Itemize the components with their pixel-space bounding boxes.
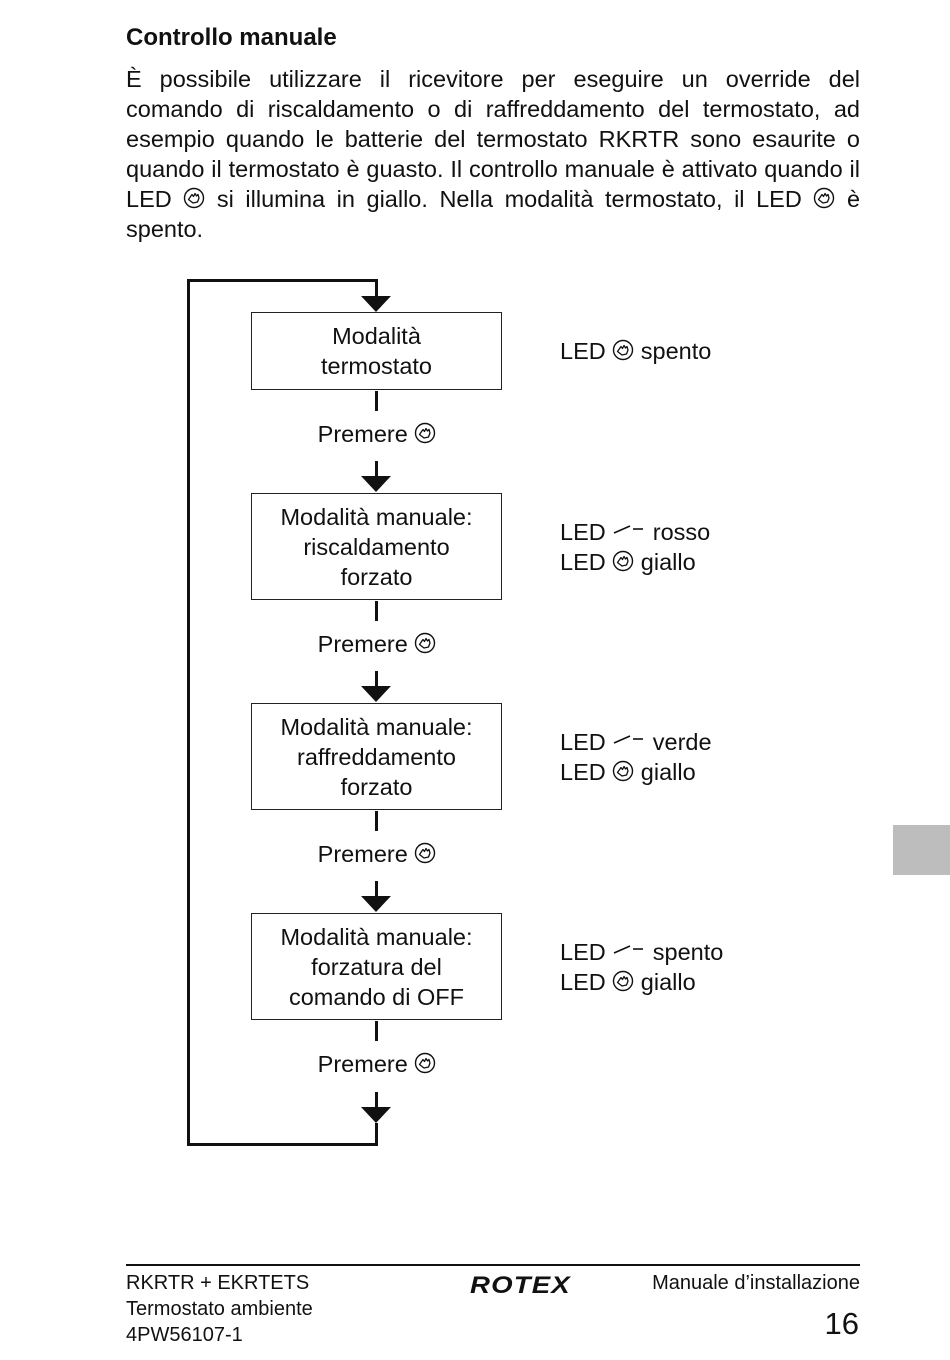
led-line: LED rosso [560,519,711,545]
footer-product: RKRTR + EKRTETS [126,1272,310,1294]
connector-line [375,1021,378,1041]
loop-line-bottom [187,1143,377,1146]
loop-line-left [187,279,190,1146]
led-status-off-override: LED spento LED giallo [560,937,723,997]
hand-icon [612,760,634,782]
footer-code: 4PW56107-1 [126,1324,243,1346]
switch-icon [612,730,646,748]
led-line: LED verde [560,729,712,755]
hand-icon [183,187,205,209]
press-step-2: Premere [277,631,477,658]
arrow-head [361,896,391,912]
hand-icon [414,842,436,864]
hand-icon [612,550,634,572]
led-line: LED giallo [560,969,696,995]
connector-line [375,601,378,621]
footer-divider [126,1264,860,1266]
led-line: LED giallo [560,759,696,785]
intro-text-1: È possibile utilizzare il ricevitore per… [126,66,860,212]
footer-subtitle: Termostato ambiente [126,1298,313,1320]
arrow-shaft [375,881,378,899]
led-line: LED giallo [560,549,696,575]
led-line: LED spento [560,939,724,965]
intro-text-2: si illumina in giallo. Nella modalità te… [216,186,802,212]
arrow-shaft [375,1092,378,1110]
hand-icon [414,1052,436,1074]
connector-line [375,811,378,831]
led-status-thermostat: LED spento [560,336,711,366]
switch-icon [612,940,646,958]
led-status-heating: LED rosso LED giallo [560,517,710,577]
chapter-tab [893,825,950,875]
press-step-1: Premere [277,421,477,448]
connector-line [375,391,378,411]
page-number: 16 [824,1306,859,1341]
arrow-shaft [375,671,378,689]
loop-line-top [187,279,377,282]
switch-icon [612,520,646,538]
footer-product-info: RKRTR + EKRTETS Termostato ambiente 4PW5… [126,1270,313,1348]
arrow-shaft [375,461,378,479]
hand-icon [612,339,634,361]
arrow-head [361,296,391,312]
led-status-cooling: LED verde LED giallo [560,727,712,787]
arrow-head [361,476,391,492]
press-step-3: Premere [277,841,477,868]
hand-icon [414,632,436,654]
hand-icon [612,970,634,992]
arrow-shaft [375,279,378,299]
arrow-head [361,686,391,702]
hand-icon [414,422,436,444]
section-title: Controllo manuale [126,24,337,51]
arrow-head [361,1107,391,1123]
loop-line-return [375,1123,378,1146]
intro-paragraph: È possibile utilizzare il ricevitore per… [126,64,860,244]
footer-manual-title: Manuale d’installazione [652,1272,860,1294]
press-step-4: Premere [277,1051,477,1078]
hand-icon [813,187,835,209]
led-line: LED spento [560,338,712,364]
brand-logo: ROTEX [470,1272,571,1299]
intro-text-3: è spento. [126,186,861,242]
